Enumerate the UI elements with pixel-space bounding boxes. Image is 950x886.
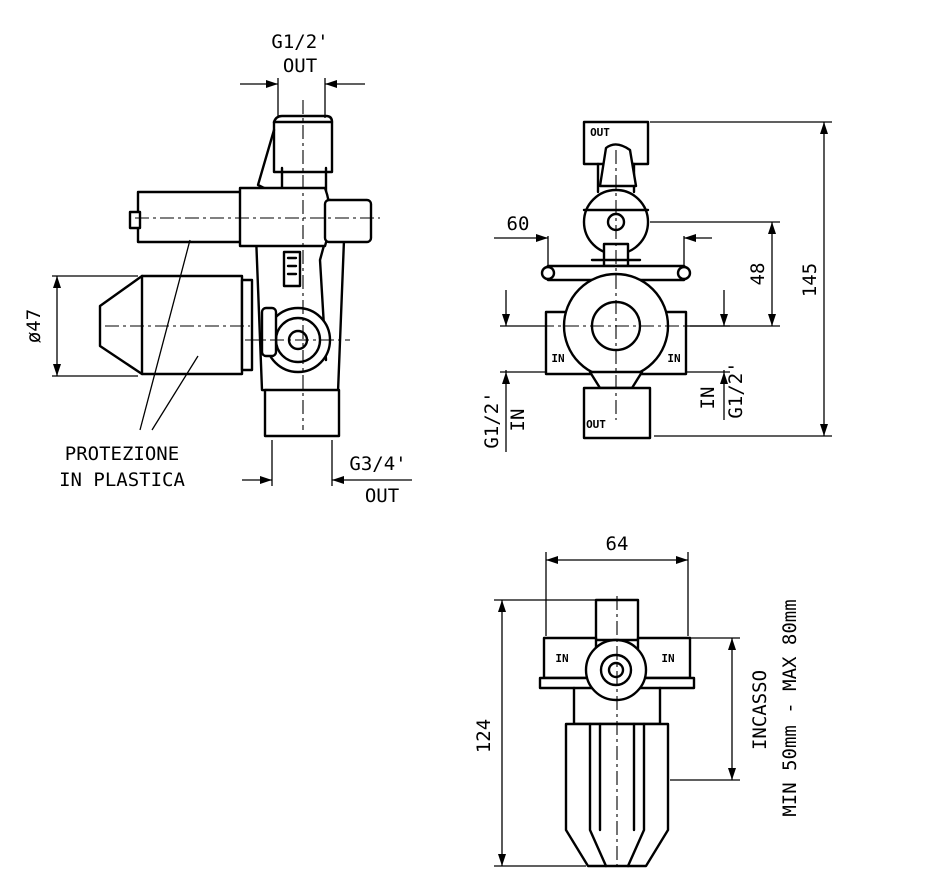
- front-port-right: IN: [667, 352, 680, 365]
- front-dim-width: 60: [507, 213, 530, 235]
- side-top-port-label: OUT: [283, 55, 317, 77]
- top-dim-width: 64: [606, 533, 629, 555]
- front-port-bottom: OUT: [586, 418, 606, 431]
- cover-label-line1: PROTEZIONE: [65, 443, 179, 465]
- side-knob: [282, 250, 302, 288]
- cover-label-line2: IN PLASTICA: [59, 469, 185, 491]
- front-right-thread: G1/2': [725, 361, 747, 418]
- side-bottom-thread-label: G3/4': [349, 453, 406, 475]
- side-diameter-label: ø47: [23, 309, 45, 343]
- recess-label: INCASSO: [749, 670, 771, 750]
- side-handle-spindle: [136, 190, 244, 244]
- top-view: 64 124 IN IN INCASSO MIN 50mm - MAX 80mm: [473, 533, 801, 870]
- side-top-thread-label: G1/2': [271, 31, 328, 53]
- side-bottom-outlet: [263, 388, 341, 438]
- top-recess-casing: [564, 722, 670, 868]
- front-port-top: OUT: [590, 126, 610, 139]
- side-plastic-cover: [98, 274, 244, 376]
- side-bottom-port-label: OUT: [365, 485, 399, 507]
- top-port-right: IN: [661, 652, 674, 665]
- front-bottom-outlet: [582, 386, 652, 440]
- front-dim-inner-height: 48: [747, 263, 769, 286]
- top-port-left: IN: [555, 652, 568, 665]
- side-view: G1/2' OUT ø47 PROTEZIONE IN PLASTICA G3/…: [23, 31, 412, 507]
- front-port-left: IN: [551, 352, 564, 365]
- front-view: OUT IN IN OUT 60 48 145 G1/2' IN IN G1/2…: [481, 120, 832, 452]
- front-left-thread: G1/2': [481, 391, 503, 448]
- recess-range-label: MIN 50mm - MAX 80mm: [779, 599, 801, 816]
- front-left-port: IN: [507, 409, 529, 432]
- front-right-port: IN: [697, 387, 719, 410]
- front-dim-total-height: 145: [799, 263, 821, 297]
- top-dim-height: 124: [473, 719, 495, 753]
